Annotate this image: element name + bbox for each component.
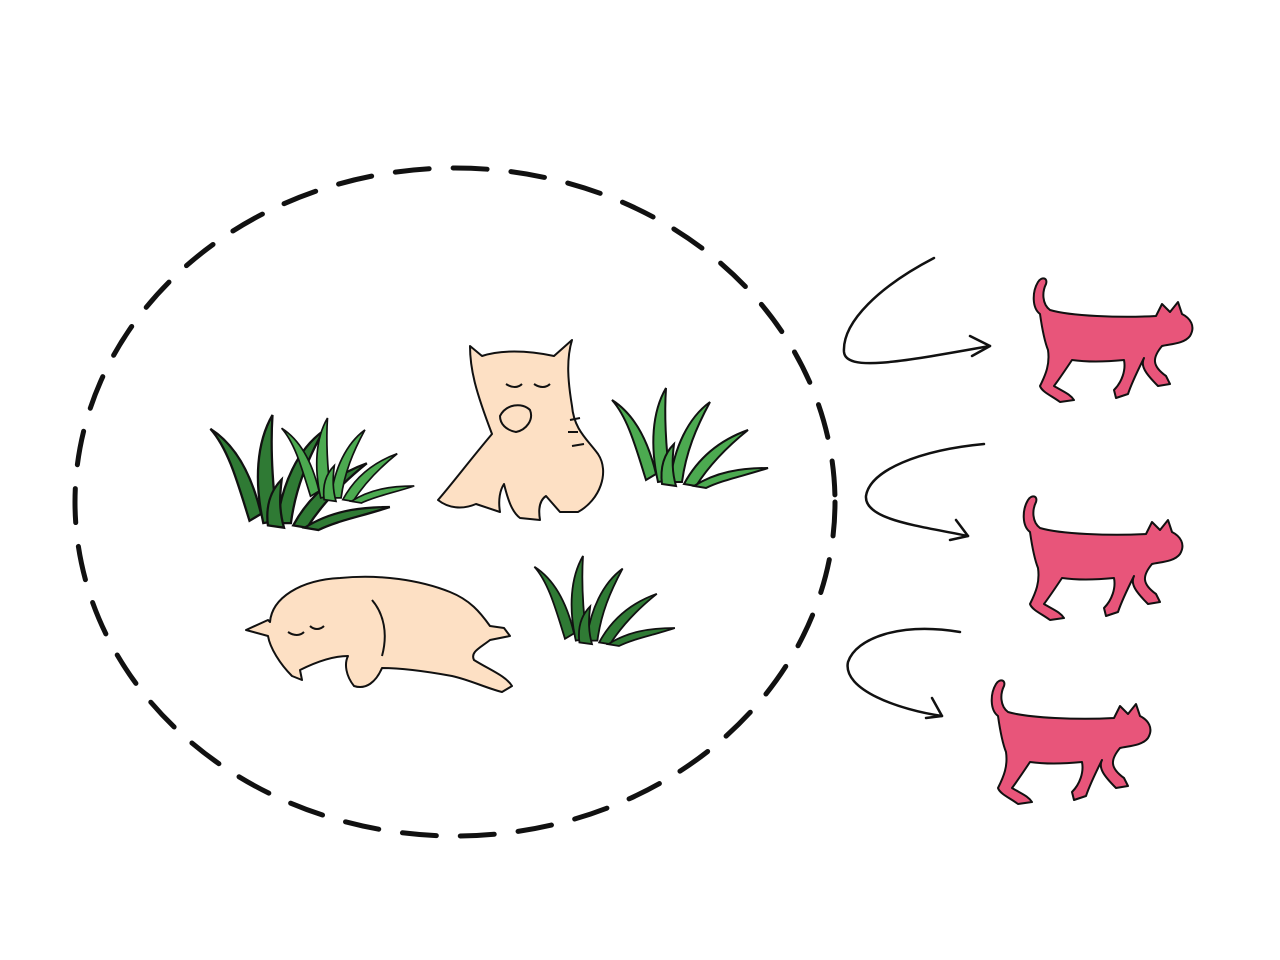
curved-arrow-icon <box>864 442 986 542</box>
walking-cat-icon <box>990 679 1152 805</box>
group-boundary-ellipse <box>72 165 838 839</box>
sitting-cat-icon <box>437 339 605 521</box>
curved-arrow-icon <box>846 627 962 720</box>
sleeping-cat-icon <box>245 575 513 693</box>
grass-icon <box>533 555 676 647</box>
walking-cat-icon <box>1032 277 1194 403</box>
grass-icon <box>611 387 769 489</box>
curved-arrow-icon <box>842 256 992 365</box>
grass-icon <box>280 417 416 504</box>
walking-cat-icon <box>1022 495 1184 621</box>
